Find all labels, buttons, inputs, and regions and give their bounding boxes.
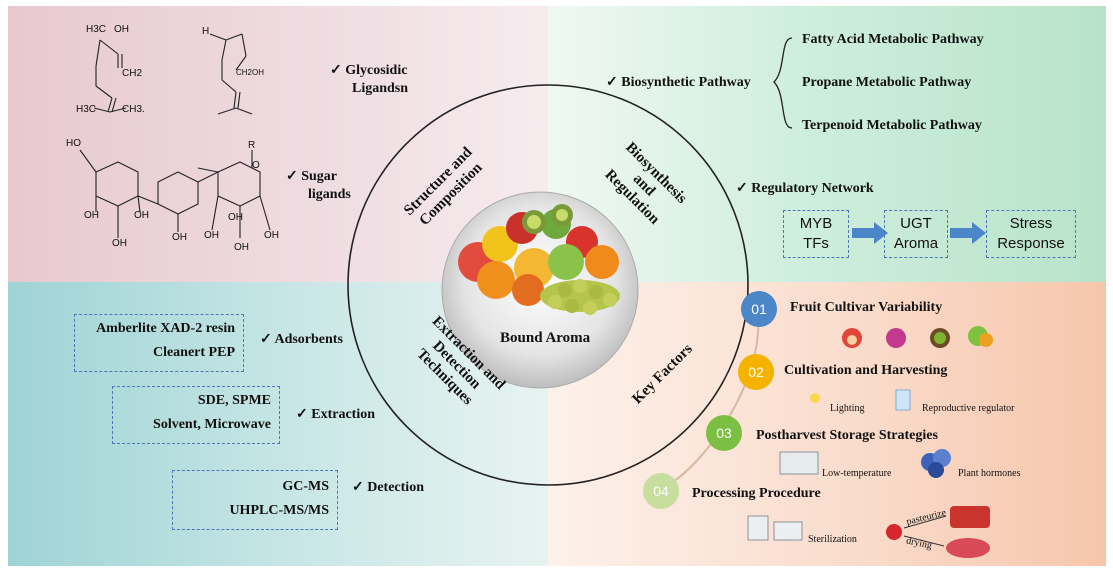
citronellol-structure [209, 33, 253, 115]
processed-food-icons [946, 506, 990, 558]
factor-caption: Sterilization [808, 534, 857, 545]
atom-label: OH [264, 230, 279, 241]
atom-label: OH [84, 210, 99, 221]
process-arrows [903, 515, 947, 547]
atom-label: HO [66, 138, 81, 149]
quadrant-biosynthesis [548, 6, 1106, 282]
atom-label: OH [234, 242, 249, 253]
factor-caption: Lighting [830, 403, 865, 414]
extraction-item: Solvent, Microwave [153, 417, 271, 432]
factor-title: Cultivation and Harvesting [784, 363, 948, 378]
adsorbents-box: Amberlite XAD-2 resin Cleanert PEP [74, 314, 244, 372]
factor-caption: Plant hormones [958, 468, 1021, 479]
factor-caption: Low-temperature [822, 468, 892, 479]
pathway-item: Terpenoid Metabolic Pathway [802, 118, 982, 133]
network-arrows [852, 222, 986, 244]
factor-connector [659, 307, 760, 491]
quadrant-key-factors [548, 282, 1106, 566]
factor-number-badge: 04 [643, 473, 679, 509]
adsorbent-item: Cleanert PEP [152, 345, 235, 360]
outer-ring [347, 84, 749, 486]
factor-title: Fruit Cultivar Variability [790, 300, 943, 315]
atom-label: H3C [86, 24, 107, 35]
extraction-label: ✓ Extraction [296, 407, 375, 422]
extraction-box: SDE, SPME Solvent, Microwave [112, 386, 280, 444]
fridge-icon [779, 451, 819, 475]
pathway-item: Fatty Acid Metabolic Pathway [802, 32, 984, 47]
detection-item: GC-MS [282, 479, 329, 494]
detection-label: ✓ Detection [352, 480, 424, 495]
factor-number-badge: 02 [738, 354, 774, 390]
atom-label: OH [114, 24, 129, 35]
sterilizer-icon [747, 515, 803, 541]
atom-label: OH [204, 230, 219, 241]
factor-number-badge: 01 [741, 291, 777, 327]
atom-label: OH [228, 212, 243, 223]
atom-label: CH2OH [236, 68, 265, 77]
sugar-structure [79, 149, 271, 238]
factor-caption: Reproductive regulator [922, 403, 1015, 414]
biosynthetic-pathway-label: ✓ Biosynthetic Pathway [606, 75, 751, 90]
adsorbents-label: ✓ Adsorbents [260, 332, 343, 347]
atom-label: R [248, 140, 256, 151]
atom-label: OH [172, 232, 187, 243]
pathway-brace [773, 37, 793, 129]
regulator-bottle-icon [895, 389, 911, 411]
hormone-molecule-icon [921, 449, 951, 478]
strawberry-icon [886, 524, 902, 540]
regulatory-network-label: ✓ Regulatory Network [736, 181, 874, 196]
factor-title: Processing Procedure [692, 486, 821, 501]
atom-label: OH [112, 238, 127, 249]
detection-box: GC-MS UHPLC-MS/MS [172, 470, 338, 530]
atom-label: OH [134, 210, 149, 221]
center-label: Bound Aroma [500, 330, 591, 346]
atom-label: O [252, 160, 260, 171]
fruit-icon [458, 204, 620, 315]
cultivar-fruit-icons [842, 326, 993, 348]
factor-number-badge: 03 [706, 415, 742, 451]
factor-title: Postharvest Storage Strategies [756, 428, 938, 443]
atom-label: CH2 [122, 68, 143, 79]
light-icon [810, 393, 820, 403]
extraction-item: SDE, SPME [197, 393, 271, 408]
atom-label: CH3. [122, 104, 145, 115]
linalool-structure [93, 39, 127, 113]
atom-label: H [202, 26, 210, 37]
adsorbent-item: Amberlite XAD-2 resin [96, 321, 235, 336]
pathway-item: Propane Metabolic Pathway [802, 75, 972, 90]
detection-item: UHPLC-MS/MS [229, 503, 329, 518]
atom-label: H3C [76, 104, 97, 115]
